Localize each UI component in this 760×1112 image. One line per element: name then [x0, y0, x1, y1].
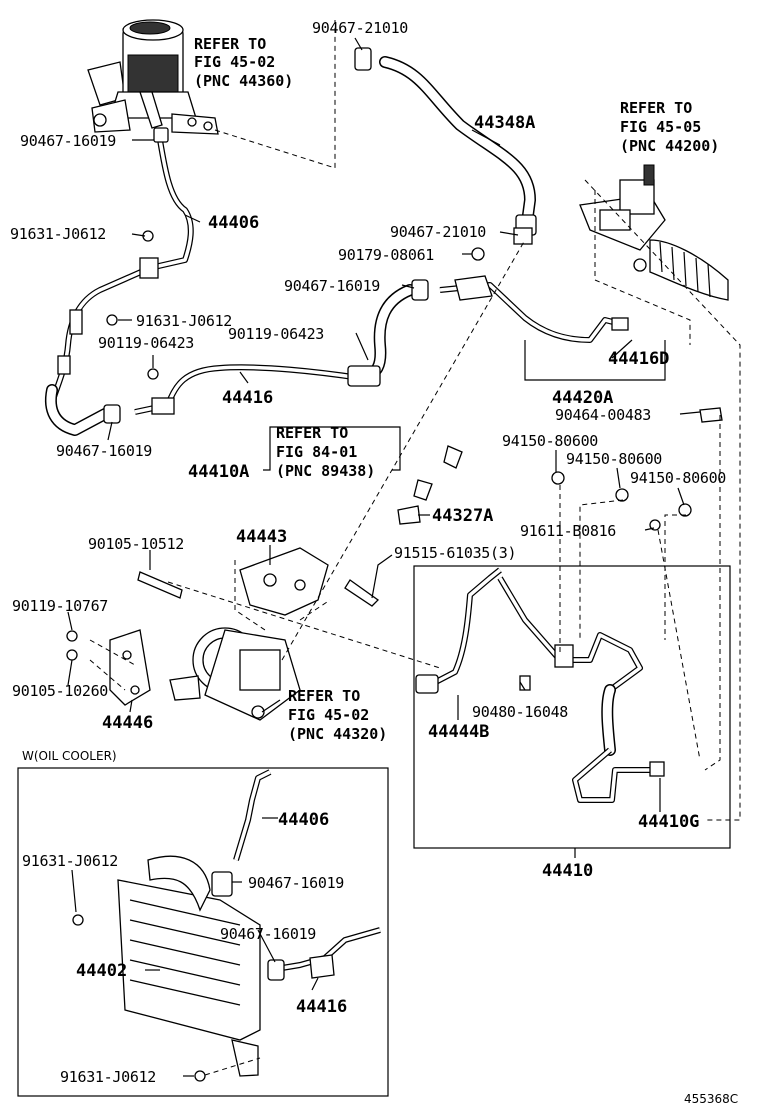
label-inset-91631-J0612-a: 91631-J0612 [22, 852, 118, 870]
label-inset-90467-16019-b: 90467-16019 [220, 925, 316, 943]
ref-fig8401-3: (PNC 89438) [276, 462, 375, 480]
ref-fig4505-1: REFER TO [620, 99, 692, 117]
ref-fig8401-2: FIG 84-01 [276, 443, 357, 461]
label-90467-21010-mid: 90467-21010 [390, 223, 486, 241]
label-91611-B0816: 91611-B0816 [520, 522, 616, 540]
inset-title: W(OIL COOLER) [22, 749, 117, 763]
label-44348A: 44348A [474, 113, 535, 133]
label-44327A: 44327A [432, 506, 493, 526]
label-44416: 44416 [222, 388, 273, 408]
ref-fig4502-pump-1: REFER TO [288, 687, 360, 705]
label-94150-80600-a: 94150-80600 [502, 432, 598, 450]
label-inset-44402: 44402 [76, 961, 127, 981]
label-90467-21010-top: 90467-21010 [312, 19, 408, 37]
ref-fig4502-top-2: FIG 45-02 [194, 53, 275, 71]
label-90105-10512: 90105-10512 [88, 535, 184, 553]
ref-fig4502-top-3: (PNC 44360) [194, 72, 293, 90]
label-90467-16019-a: 90467-16019 [20, 132, 116, 150]
label-90467-16019-b: 90467-16019 [284, 277, 380, 295]
label-44444B: 44444B [428, 722, 489, 742]
label-44446: 44446 [102, 713, 153, 733]
label-94150-80600-b: 94150-80600 [566, 450, 662, 468]
ref-fig8401-1: REFER TO [276, 424, 348, 442]
ref-fig4505-2: FIG 45-05 [620, 118, 701, 136]
label-44443: 44443 [236, 527, 287, 547]
label-inset-44406: 44406 [278, 810, 329, 830]
label-44406: 44406 [208, 213, 259, 233]
diagram-id: 455368C [684, 1092, 738, 1106]
ref-fig4502-pump-3: (PNC 44320) [288, 725, 387, 743]
pipe-assembly-44410 [413, 565, 731, 849]
label-44410G: 44410G [638, 812, 699, 832]
labels: 90467-21010 44348A REFER TO FIG 45-02 (P… [10, 19, 738, 1106]
label-94150-80600-c: 94150-80600 [630, 469, 726, 487]
oil-cooler-inset [17, 767, 389, 1097]
ref-fig4502-pump-2: FIG 45-02 [288, 706, 369, 724]
label-90480-16048: 90480-16048 [472, 703, 568, 721]
label-44410A: 44410A [188, 462, 249, 482]
label-90467-16019-c: 90467-16019 [56, 442, 152, 460]
label-91515-61035: 91515-61035(3) [394, 544, 516, 562]
hose-44406 [45, 127, 194, 436]
label-91631-J0612-a: 91631-J0612 [10, 225, 106, 243]
hose-44416 [134, 279, 429, 415]
steering-rack-drawing [579, 164, 729, 301]
label-44416D: 44416D [608, 349, 669, 369]
label-inset-91631-J0612-b: 91631-J0612 [60, 1068, 156, 1086]
label-91631-J0612-b: 91631-J0612 [136, 312, 232, 330]
reservoir-drawing [87, 19, 219, 135]
label-90179-08061: 90179-08061 [338, 246, 434, 264]
dashed-guides [89, 20, 741, 821]
pipe-44420A [439, 275, 629, 343]
label-44410: 44410 [542, 861, 593, 881]
label-90464-00483: 90464-00483 [555, 406, 651, 424]
ref-fig4502-top-1: REFER TO [194, 35, 266, 53]
pump-drawing [109, 547, 329, 721]
label-44420A: 44420A [552, 388, 613, 408]
leader-lines [67, 37, 701, 858]
hose-44348A [354, 47, 537, 236]
label-90105-10260: 90105-10260 [12, 682, 108, 700]
label-90119-10767: 90119-10767 [12, 597, 108, 615]
ref-fig4505-3: (PNC 44200) [620, 137, 719, 155]
label-90119-06423-a: 90119-06423 [228, 325, 324, 343]
label-90119-06423-b: 90119-06423 [98, 334, 194, 352]
label-inset-44416: 44416 [296, 997, 347, 1017]
label-inset-90467-16019-a: 90467-16019 [248, 874, 344, 892]
